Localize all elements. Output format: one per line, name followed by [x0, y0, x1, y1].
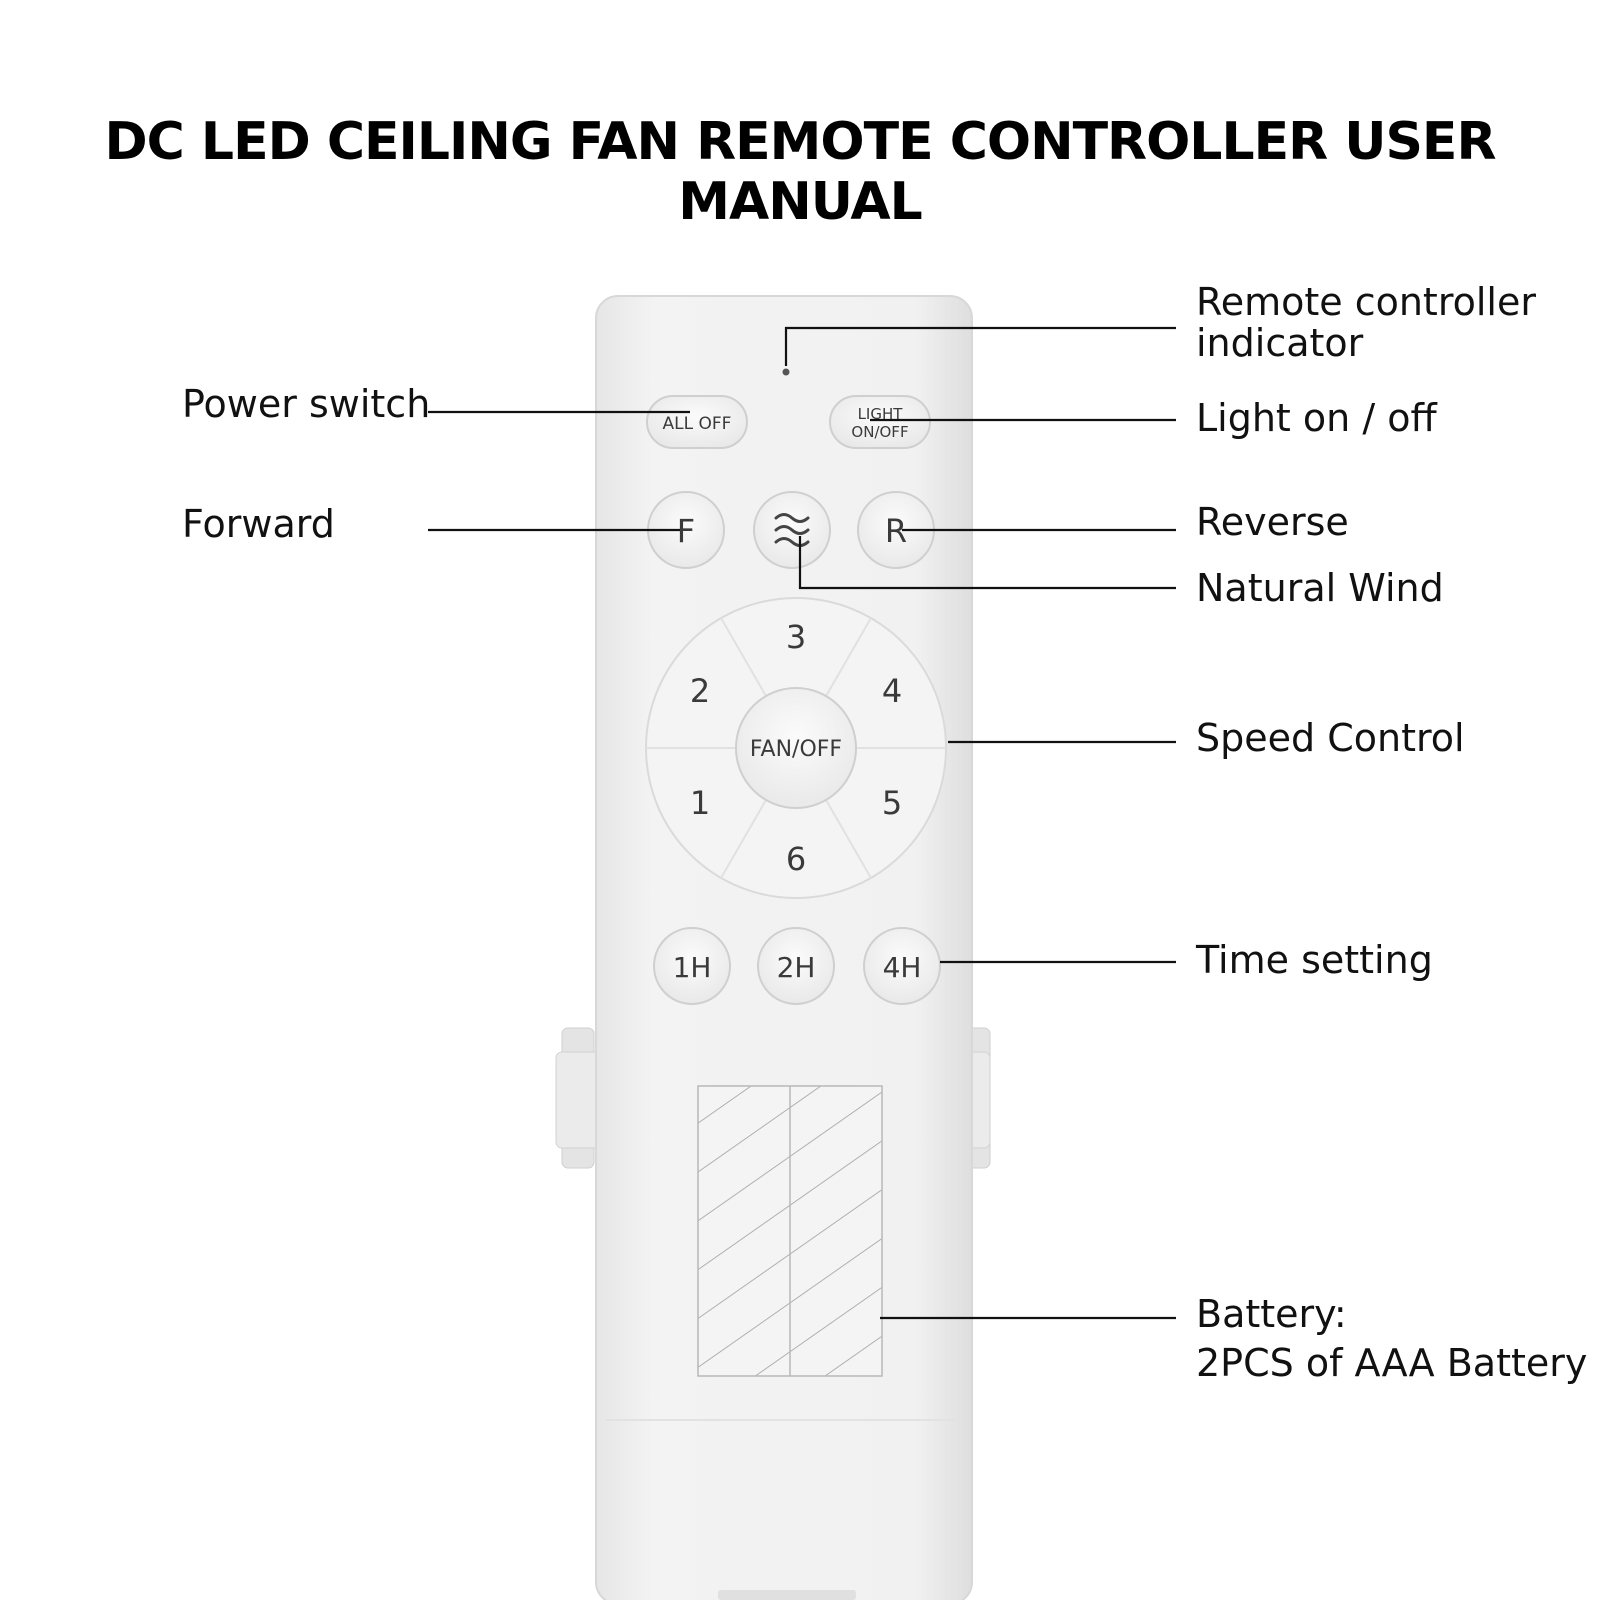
forward-label: F: [677, 512, 695, 550]
speed-5-button[interactable]: 5: [882, 784, 902, 822]
callout-forward: Forward: [182, 502, 335, 546]
speed-4-button[interactable]: 4: [882, 672, 902, 710]
fan-off-label: FAN/OFF: [750, 737, 842, 762]
timer-1h-button[interactable]: 1H: [653, 927, 731, 1005]
callout-indicator-line1: Remote controller: [1196, 280, 1536, 324]
speed-2-button[interactable]: 2: [690, 672, 710, 710]
wave-icon: [774, 513, 810, 547]
light-label-line1: LIGHT: [858, 405, 904, 423]
callout-natural-wind: Natural Wind: [1196, 566, 1444, 610]
timer-4h-label: 4H: [883, 951, 922, 984]
speed-6-button[interactable]: 6: [786, 840, 806, 878]
callout-reverse: Reverse: [1196, 500, 1349, 544]
leader-lines: [428, 326, 1176, 1320]
callout-power-switch: Power switch: [182, 382, 431, 426]
callout-speed-control: Speed Control: [1196, 716, 1465, 760]
reverse-label: R: [885, 512, 907, 550]
callout-battery: Battery: 2PCS of AAA Battery: [1196, 1290, 1587, 1389]
light-button[interactable]: LIGHT ON/OFF: [829, 395, 931, 449]
callout-time-setting: Time setting: [1196, 938, 1433, 982]
callout-battery-line2: 2PCS of AAA Battery: [1196, 1341, 1588, 1386]
leader-indicator: [784, 326, 1176, 366]
speed-1-button[interactable]: 1: [690, 784, 710, 822]
remote-bottom-foot: [718, 1590, 856, 1600]
reverse-button[interactable]: R: [857, 491, 935, 569]
leader-natural-wind: [798, 536, 1176, 590]
timer-1h-label: 1H: [673, 951, 712, 984]
callout-indicator-line2: indicator: [1196, 321, 1364, 366]
battery-compartment: [697, 1085, 883, 1377]
timer-4h-button[interactable]: 4H: [863, 927, 941, 1005]
timer-2h-label: 2H: [777, 951, 816, 984]
page-title: DC LED CEILING FAN REMOTE CONTROLLER USE…: [104, 112, 1497, 232]
left-clip: [555, 1027, 601, 1169]
indicator-light: [782, 368, 790, 376]
callout-battery-line1: Battery:: [1196, 1292, 1347, 1336]
all-off-button[interactable]: ALL OFF: [646, 395, 748, 449]
all-off-label: ALL OFF: [663, 414, 732, 434]
speed-3-button[interactable]: 3: [786, 618, 806, 656]
light-label-line2: ON/OFF: [851, 423, 908, 441]
timer-2h-button[interactable]: 2H: [757, 927, 835, 1005]
natural-wind-button[interactable]: [753, 491, 831, 569]
callout-light: Light on / off: [1196, 396, 1437, 440]
callout-indicator: Remote controller indicator: [1196, 280, 1536, 366]
fan-off-button[interactable]: FAN/OFF: [735, 687, 857, 809]
